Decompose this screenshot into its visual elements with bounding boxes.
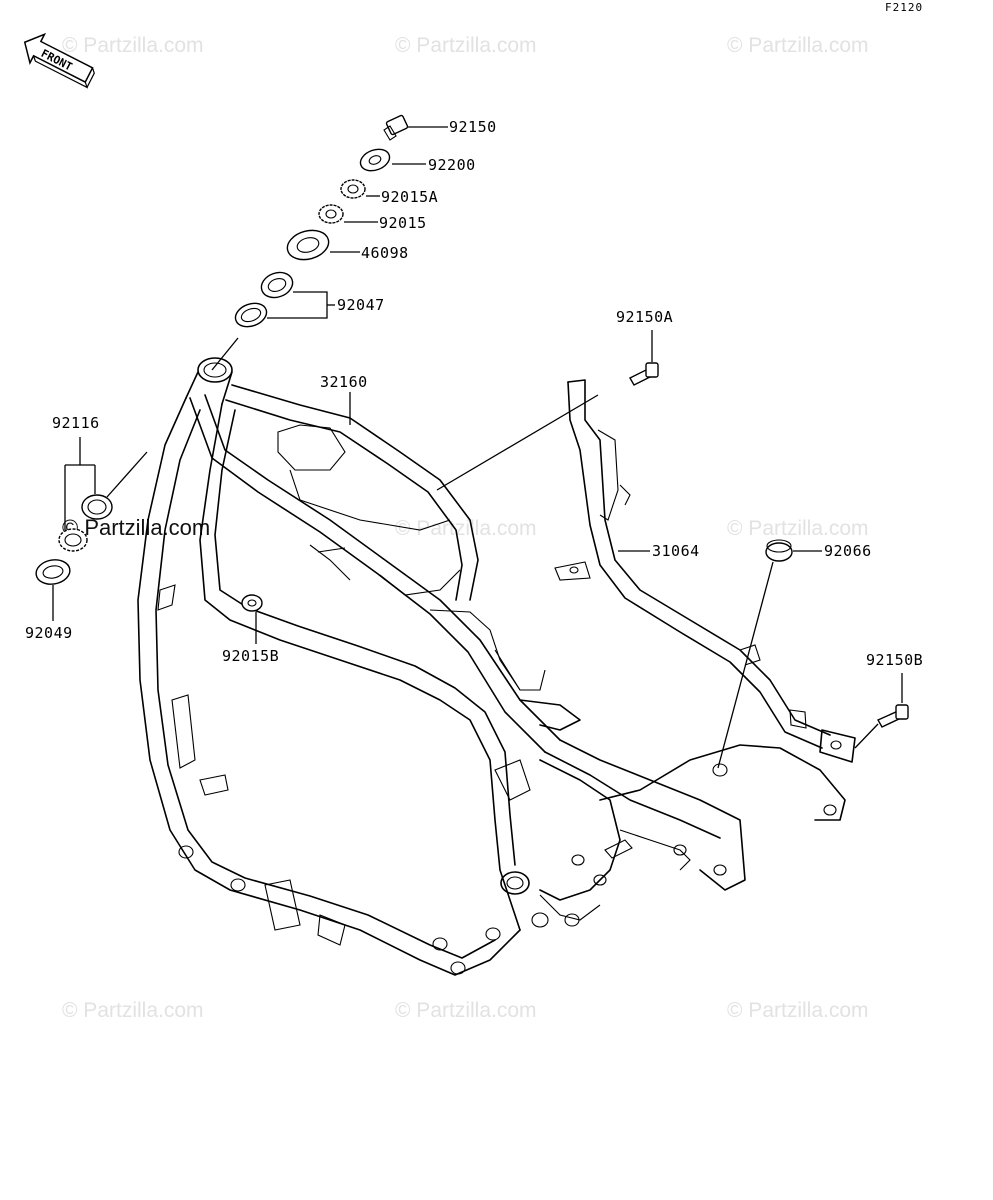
bolt-92150A	[629, 330, 659, 386]
watermark: © Partzilla.com	[62, 999, 204, 1022]
watermark: © Partzilla.com	[395, 517, 537, 540]
part-label-32160: 32160	[320, 373, 368, 391]
part-label-31064: 31064	[652, 542, 700, 560]
part-label-92066: 92066	[824, 542, 872, 560]
leader-stem-to-frame	[211, 337, 239, 371]
part-label-92200: 92200	[428, 156, 476, 174]
watermark: © Partzilla.com	[62, 34, 204, 57]
leader-bearing-to-frame	[106, 451, 148, 498]
watermark-layer: © Partzilla.com © Partzilla.com © Partzi…	[62, 34, 869, 1022]
bearing-92047-upper	[260, 271, 294, 299]
diagram-code: F2120	[885, 1, 923, 14]
nut-92015B	[241, 594, 263, 644]
watermark: © Partzilla.com	[727, 517, 869, 540]
leader-31064-to-frame	[436, 394, 599, 491]
watermark: © Partzilla.com	[395, 34, 537, 57]
nut-92015A	[340, 179, 380, 199]
watermark: © Partzilla.com	[395, 999, 537, 1022]
part-label-92049: 92049	[25, 624, 73, 642]
nut-92015	[318, 204, 378, 224]
bearing-92047-lower	[234, 302, 268, 328]
bearing-92116-lower	[58, 528, 88, 552]
bolt-92150B	[854, 673, 909, 749]
part-label-46098: 46098	[361, 244, 409, 262]
part-label-92150A: 92150A	[616, 308, 673, 326]
seal-92049	[35, 559, 71, 585]
part-label-92047: 92047	[337, 296, 385, 314]
part-label-92015: 92015	[379, 214, 427, 232]
watermark: © Partzilla.com	[727, 999, 869, 1022]
watermark: © Partzilla.com	[727, 34, 869, 57]
seal-46098	[286, 229, 360, 261]
bolt-92150	[383, 114, 448, 141]
part-label-92116: 92116	[52, 414, 100, 432]
part-label-92150: 92150	[449, 118, 497, 136]
washer-92200	[359, 148, 426, 172]
part-label-92015B: 92015B	[222, 647, 279, 665]
bearing-92116-upper	[81, 494, 113, 520]
part-label-92150B: 92150B	[866, 651, 923, 669]
sub-frame-31064	[554, 379, 856, 763]
part-label-92015A: 92015A	[381, 188, 438, 206]
main-frame-32160	[137, 357, 846, 976]
cap-92066	[717, 539, 822, 769]
